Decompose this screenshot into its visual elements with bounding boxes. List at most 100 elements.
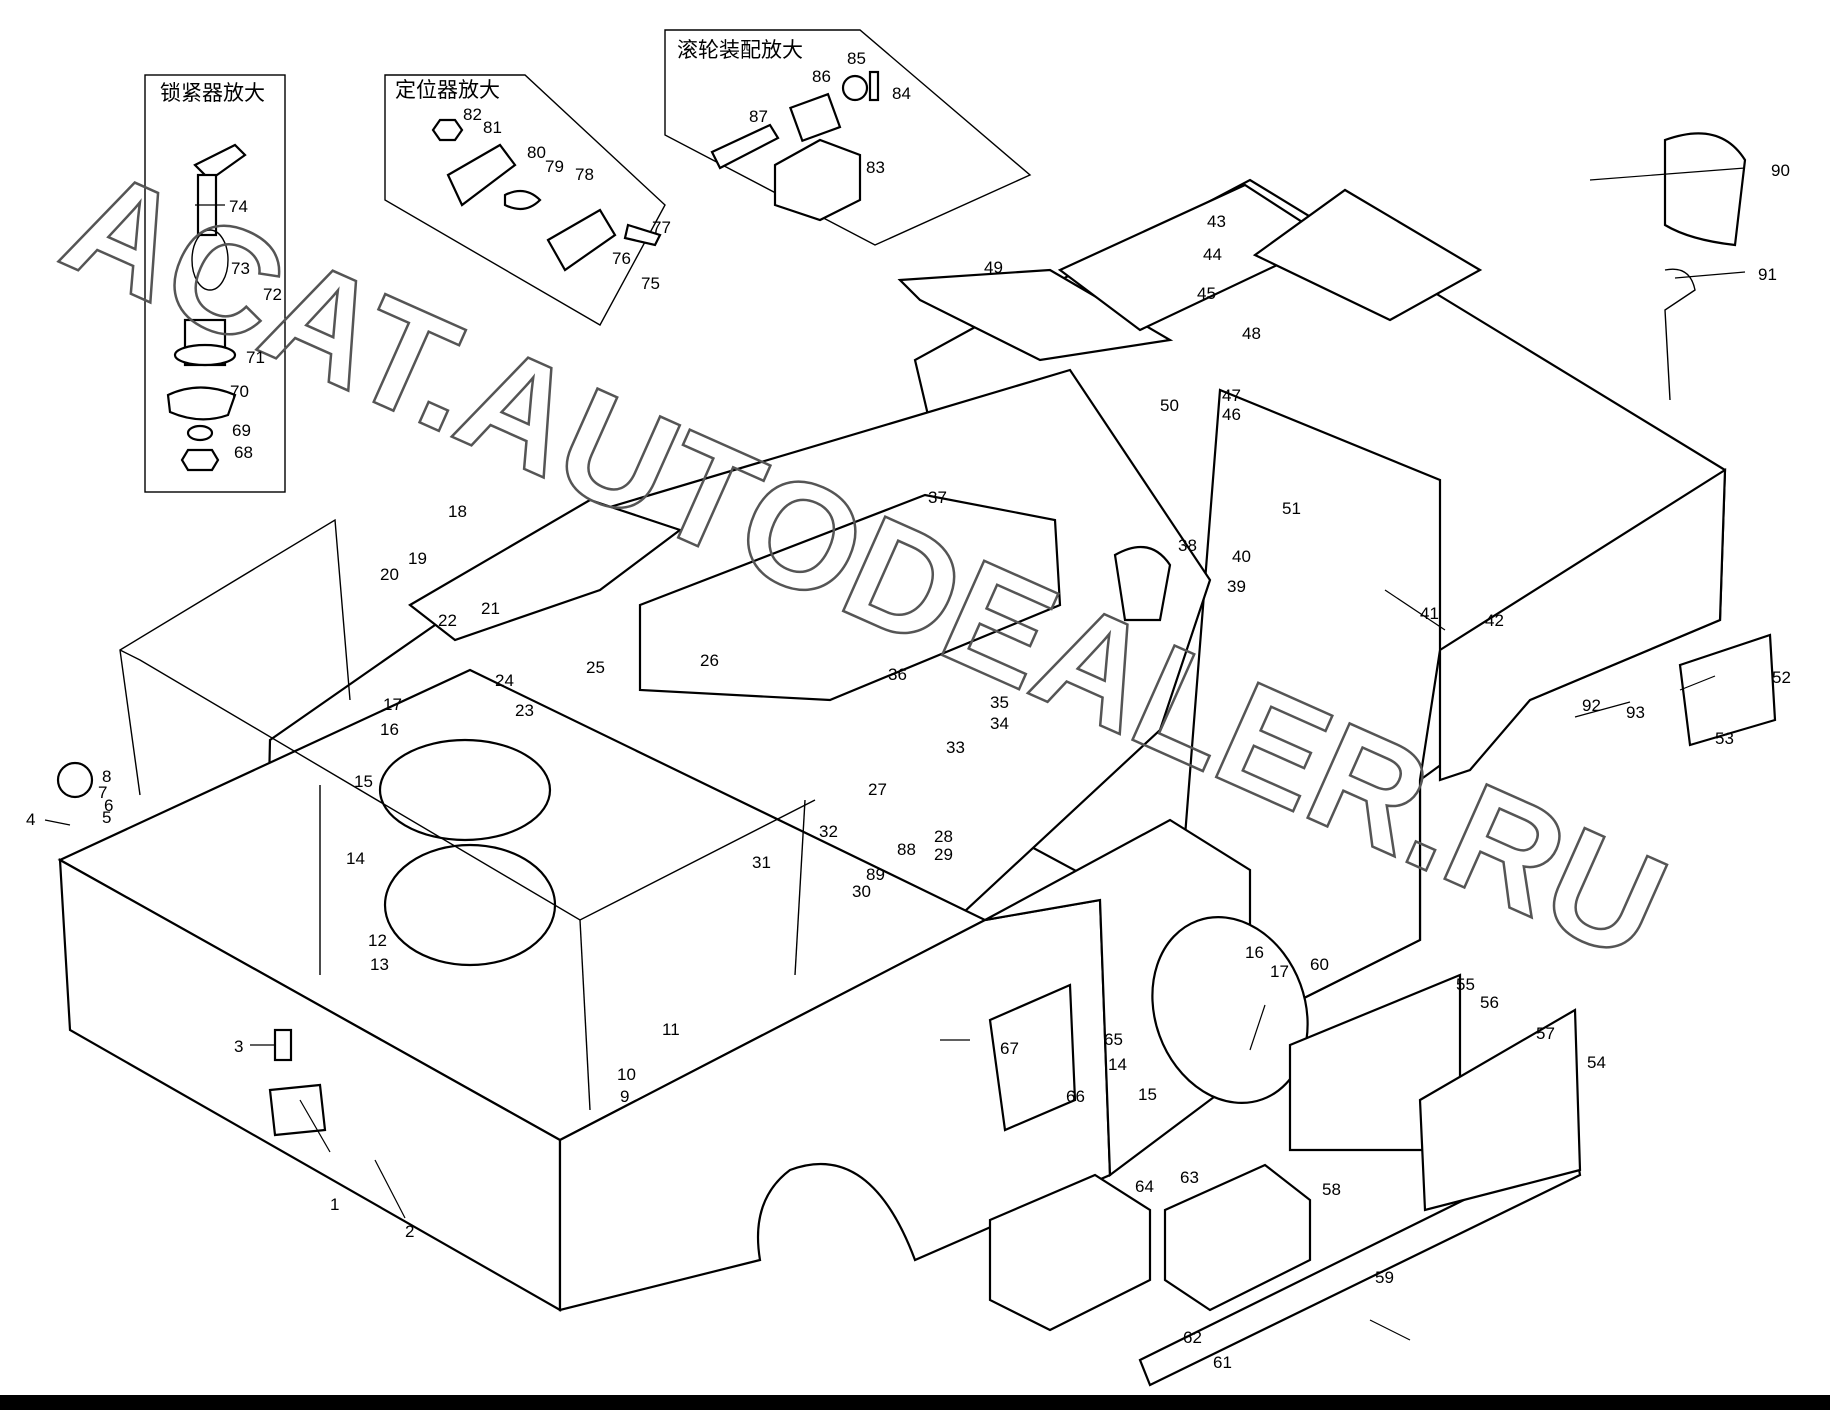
callout-82: 82 — [463, 105, 482, 124]
callout-46: 46 — [1222, 405, 1241, 424]
callout-54: 54 — [1587, 1053, 1606, 1072]
handrail-rear — [119, 518, 351, 796]
callout-18: 18 — [448, 502, 467, 521]
round-hatch-ring-14 — [383, 843, 557, 967]
callout-78: 78 — [575, 165, 594, 184]
callout-27: 27 — [868, 780, 887, 799]
callout-90: 90 — [1771, 161, 1790, 180]
valve-38 — [1113, 545, 1172, 622]
callout-24: 24 — [495, 671, 514, 690]
round-hatch-15 — [378, 738, 552, 842]
inset-locator-title: 定位器放大 — [395, 78, 500, 102]
callout-11: 11 — [662, 1020, 680, 1039]
handrail-post — [579, 919, 591, 1111]
callout-30: 30 — [852, 882, 871, 901]
side-door-67 — [988, 983, 1077, 1132]
callout-33: 33 — [946, 738, 965, 757]
name-plate-52 — [1678, 633, 1777, 747]
locator-spring — [503, 189, 542, 211]
right-side-wall — [1438, 467, 1727, 782]
callout-38: 38 — [1178, 536, 1197, 555]
callout-43: 43 — [1207, 212, 1226, 231]
hatch-cover-left — [408, 498, 683, 642]
callout-50: 50 — [1160, 396, 1179, 415]
callout-45: 45 — [1197, 284, 1216, 303]
pin-3 — [273, 1028, 293, 1062]
roller-washer — [841, 74, 869, 102]
callout-4: 4 — [26, 810, 35, 829]
callout-28: 28 — [934, 827, 953, 846]
locator-nut — [431, 118, 464, 142]
callout-42: 42 — [1485, 611, 1504, 630]
mirror-glass-90 — [1663, 132, 1747, 247]
callout-34: 34 — [990, 714, 1009, 733]
callout-17b: 17 — [1270, 962, 1289, 981]
callout-75: 75 — [641, 274, 660, 293]
callout-7: 7 — [98, 783, 107, 802]
callout-76: 76 — [612, 249, 631, 268]
callout-14b: 14 — [1108, 1055, 1127, 1074]
callout-3: 3 — [234, 1037, 243, 1056]
roller-cotter-pin — [868, 70, 880, 102]
lock-washer — [186, 424, 214, 442]
battery-box-64 — [988, 1173, 1152, 1332]
callout-63: 63 — [1180, 1168, 1199, 1187]
callout-65: 65 — [1104, 1030, 1123, 1049]
callout-80: 80 — [527, 143, 546, 162]
crank-handle-91 — [1664, 268, 1696, 401]
callout-52: 52 — [1772, 668, 1791, 687]
roller-axle — [710, 123, 780, 170]
roller-fork — [773, 138, 862, 222]
callout-41: 41 — [1420, 604, 1439, 623]
filler-cap-8 — [56, 761, 94, 799]
callout-73: 73 — [231, 259, 250, 278]
front-right-face — [558, 898, 1112, 1312]
hatch-cover-49 — [897, 268, 1174, 362]
callout-56: 56 — [1480, 993, 1499, 1012]
callout-31: 31 — [752, 853, 771, 872]
bottom-border — [0, 1395, 1830, 1410]
callout-59: 59 — [1375, 1268, 1394, 1287]
callout-19: 19 — [408, 549, 427, 568]
side-panel-59 — [1138, 1143, 1582, 1387]
center-panel — [638, 493, 1062, 702]
callout-15b: 15 — [1138, 1085, 1157, 1104]
inset-roller-box: 滚轮装配放大 — [664, 29, 1032, 246]
locator-plate — [546, 208, 617, 272]
callout-21: 21 — [481, 599, 500, 618]
callout-15a: 15 — [354, 772, 373, 791]
callout-61: 61 — [1213, 1353, 1232, 1372]
callout-83: 83 — [866, 158, 885, 177]
callout-25: 25 — [586, 658, 605, 677]
callout-85: 85 — [847, 49, 866, 68]
callout-77: 77 — [652, 218, 671, 237]
inset-roller-title: 滚轮装配放大 — [677, 38, 803, 62]
callout-numbers: 1 2 3 4 5 6 7 8 9 10 11 12 13 14 14 15 1… — [26, 49, 1791, 1372]
callout-64: 64 — [1135, 1177, 1154, 1196]
battery-box-63 — [1163, 1163, 1312, 1312]
callout-12: 12 — [368, 931, 387, 950]
callout-39: 39 — [1227, 577, 1246, 596]
callout-14a: 14 — [346, 849, 365, 868]
lock-spring — [191, 229, 229, 291]
callout-69: 69 — [232, 421, 251, 440]
tool-bin-panel-57 — [1418, 1008, 1582, 1212]
callout-13: 13 — [370, 955, 389, 974]
callout-5: 5 — [102, 808, 111, 827]
callout-16a: 16 — [380, 720, 399, 739]
callout-88: 88 — [897, 840, 916, 859]
callout-26: 26 — [700, 651, 719, 670]
locator-pin — [623, 223, 662, 247]
inset-locator-box: 定位器放大 — [384, 74, 666, 326]
callout-62: 62 — [1183, 1328, 1202, 1347]
callout-87: 87 — [749, 107, 768, 126]
inset-lock-title: 锁紧器放大 — [160, 81, 265, 105]
callout-10: 10 — [617, 1065, 636, 1084]
lock-plate — [166, 386, 237, 421]
callout-81: 81 — [483, 118, 502, 137]
callout-55: 55 — [1456, 975, 1475, 994]
callout-71: 71 — [246, 348, 265, 367]
callout-53: 53 — [1715, 729, 1734, 748]
callout-68: 68 — [234, 443, 253, 462]
